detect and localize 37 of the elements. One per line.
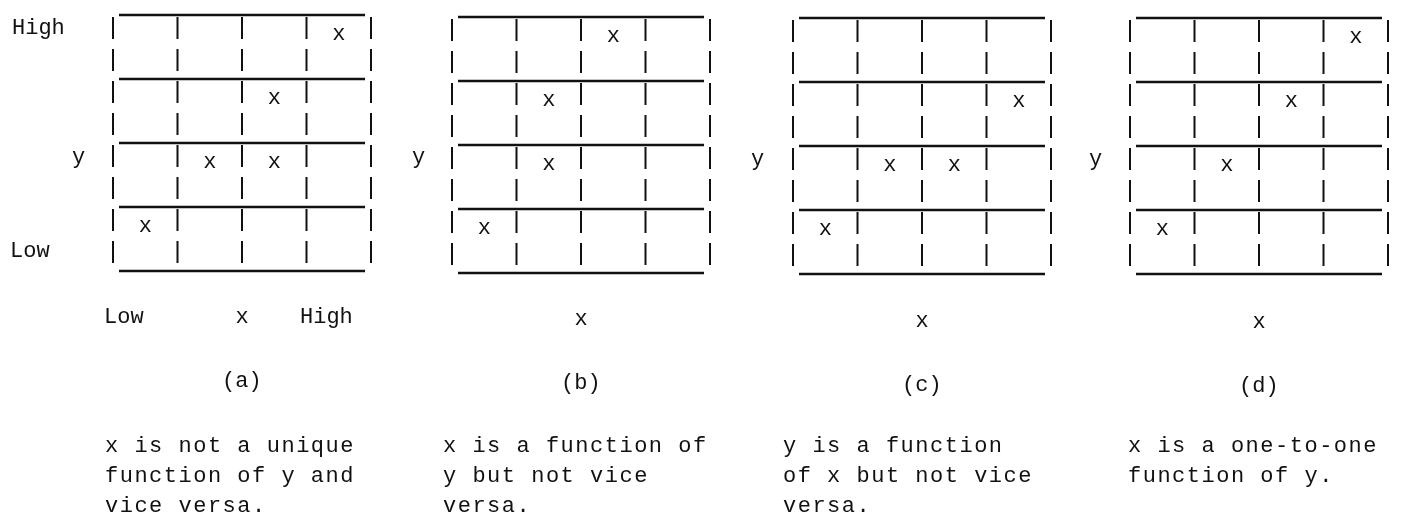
axis-label: x	[915, 310, 929, 334]
cell-mark: x	[947, 154, 961, 178]
panel-caption: x is not a unique function of y and vice versa.	[105, 433, 356, 516]
cell-mark: x	[267, 151, 281, 175]
panel-caption: x is a one-to-one function of y.	[1128, 433, 1379, 491]
cell-mark: x	[203, 151, 217, 175]
axis-label: x	[1252, 311, 1266, 335]
cell-mark: x	[1349, 26, 1363, 50]
axis-label: y	[1089, 148, 1103, 172]
panel-caption: y is a function of x but not vice versa.	[783, 433, 1034, 516]
cell-mark: x	[138, 215, 152, 239]
cell-mark: x	[477, 217, 491, 241]
axis-label: High	[300, 306, 353, 330]
axis-label: y	[72, 146, 86, 170]
cell-mark: x	[883, 154, 897, 178]
panel-label: (c)	[902, 374, 942, 398]
panel-caption: x is a function of y but not vice versa.	[443, 433, 709, 516]
cell-mark: x	[542, 153, 556, 177]
cell-mark: x	[1155, 218, 1169, 242]
cell-mark: x	[1284, 90, 1298, 114]
axis-label: Low	[10, 240, 50, 264]
panel-label: (d)	[1239, 375, 1279, 399]
axis-label: High	[12, 17, 65, 41]
axis-label: x	[235, 306, 249, 330]
cell-mark: x	[267, 87, 281, 111]
cell-mark: x	[1220, 154, 1234, 178]
cell-mark: x	[1012, 90, 1026, 114]
axis-label: Low	[104, 306, 144, 330]
cell-mark: x	[818, 218, 832, 242]
cell-mark: x	[542, 89, 556, 113]
axis-label: y	[751, 148, 765, 172]
axis-label: y	[412, 146, 426, 170]
axis-label: x	[574, 308, 588, 332]
cell-mark: x	[332, 23, 346, 47]
panel-label: (b)	[561, 372, 601, 396]
panel-label: (a)	[222, 370, 262, 394]
cell-mark: x	[606, 25, 620, 49]
